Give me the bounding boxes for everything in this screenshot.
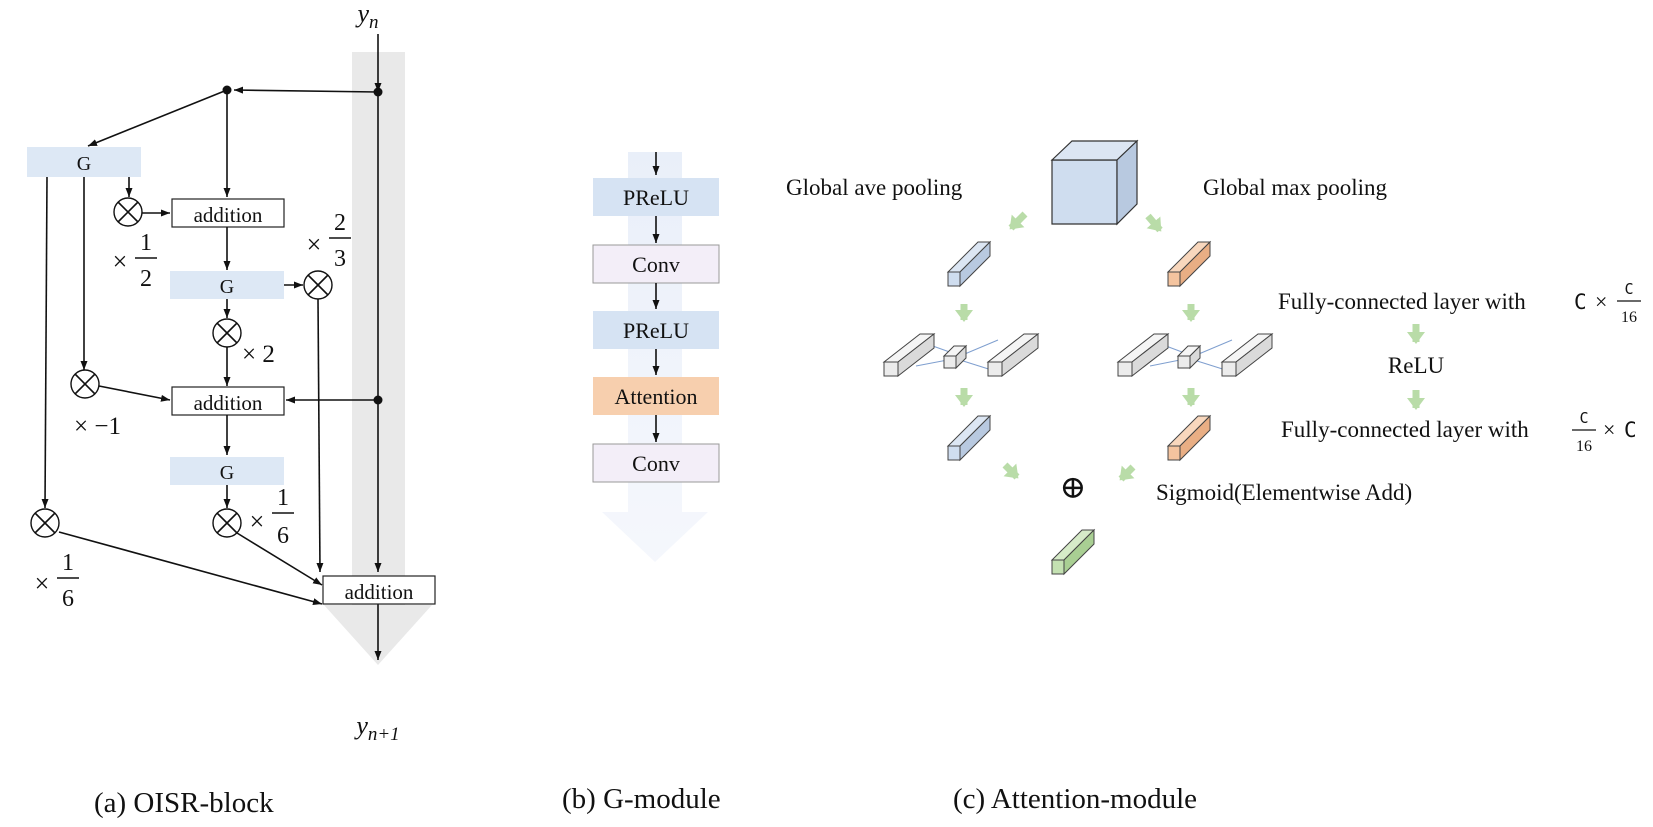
sigmoid-label: Sigmoid(Elementwise Add) (1156, 480, 1412, 505)
svg-text:C: C (1624, 280, 1633, 298)
multiply-op-neg-one (70, 369, 100, 399)
svg-text:1: 1 (62, 550, 74, 576)
relu-label: ReLU (1388, 353, 1445, 378)
svg-text:1: 1 (140, 230, 152, 256)
attention-module: Global ave pooling Global max pooling (786, 139, 1641, 576)
layer-prelu-1 (593, 178, 719, 216)
g-box-3 (170, 457, 284, 485)
g-module: PReLU Conv PReLU Attention Conv (592, 152, 720, 562)
addition-box-3 (322, 575, 436, 605)
svg-text:×: × (250, 507, 265, 536)
multiply-op-two-thirds (303, 270, 333, 300)
feature-cube (1050, 139, 1139, 226)
g-box-3-label: G (220, 462, 234, 484)
layer-prelu-2-label: PReLU (623, 318, 689, 343)
svg-text:6: 6 (62, 586, 74, 612)
multiply-op-sixth-left (30, 508, 60, 538)
svg-text:C: C (1579, 409, 1588, 427)
ave-mlp-output-vector (946, 414, 992, 462)
max-mlp-output-vector (1166, 414, 1212, 462)
layer-prelu-1-label: PReLU (623, 185, 689, 210)
max-pooled-vector (1166, 240, 1212, 288)
svg-text:C: C (1624, 418, 1637, 442)
label-times-two: × 2 (242, 341, 275, 368)
layer-conv-2-label: Conv (632, 451, 680, 476)
multiply-op-half (113, 197, 143, 227)
svg-text:C: C (1574, 290, 1587, 314)
elementwise-add-icon: ⊕ (1060, 469, 1087, 505)
label-sixth-left: × 1 6 (35, 550, 79, 612)
svg-text:3: 3 (334, 246, 346, 272)
svg-text:×: × (35, 569, 50, 598)
g-box-1 (27, 147, 141, 177)
svg-text:2: 2 (334, 210, 346, 236)
output-label: yn+1 (353, 711, 399, 745)
g-box-2 (170, 271, 284, 299)
layer-prelu-2 (593, 311, 719, 349)
svg-text:Fully-connected layer with: Fully-connected layer with (1278, 289, 1526, 314)
svg-text:×: × (307, 230, 322, 259)
g-box-1-label: G (77, 153, 91, 175)
fc1-label: Fully-connected layer with C × C 16 (1278, 280, 1641, 326)
label-two-thirds: × 2 3 (307, 210, 351, 272)
svg-text:Fully-connected layer with: Fully-connected layer with (1281, 417, 1529, 442)
svg-text:×: × (113, 247, 128, 276)
svg-text:2: 2 (140, 266, 152, 292)
multiply-op-sixth-right (212, 508, 242, 538)
layer-attention-label: Attention (614, 384, 697, 409)
caption-attention-module: (c) Attention-module (953, 783, 1197, 815)
addition-box-1-label: addition (194, 203, 263, 227)
oisr-block: yn yn+1 G × 1 (27, 0, 436, 745)
svg-text:16: 16 (1576, 438, 1592, 455)
svg-text:×: × (1603, 417, 1615, 442)
svg-text:1: 1 (277, 485, 289, 511)
svg-text:×: × (1595, 289, 1607, 314)
layer-attention (593, 377, 719, 415)
g-box-2-label: G (220, 276, 234, 298)
multiply-op-two (212, 318, 242, 348)
fc2-label: Fully-connected layer with C 16 × C (1281, 409, 1637, 455)
label-sixth-right: × 1 6 (250, 485, 294, 549)
caption-g-module: (b) G-module (562, 783, 721, 815)
caption-oisr-block: (a) OISR-block (94, 787, 274, 819)
addition-box-2-label: addition (194, 391, 263, 415)
svg-text:6: 6 (277, 523, 289, 549)
input-label: yn (354, 0, 378, 33)
addition-box-3-label: addition (345, 580, 414, 604)
addition-box-2 (171, 386, 285, 416)
shared-mlp-left (882, 332, 1040, 378)
max-pool-label: Global max pooling (1203, 175, 1387, 200)
label-times-neg-one: × −1 (74, 413, 121, 440)
layer-conv-1-label: Conv (632, 252, 680, 277)
label-half: × 1 2 (113, 230, 157, 292)
layer-conv-1 (592, 244, 720, 284)
layer-conv-2 (592, 443, 720, 483)
addition-box-1 (171, 198, 285, 228)
ave-pool-label: Global ave pooling (786, 175, 963, 200)
green-arrows (955, 211, 1425, 482)
ave-pooled-vector (946, 240, 992, 288)
attention-weight-vector (1050, 528, 1096, 576)
shared-mlp-right (1116, 332, 1274, 378)
svg-text:16: 16 (1621, 309, 1637, 326)
